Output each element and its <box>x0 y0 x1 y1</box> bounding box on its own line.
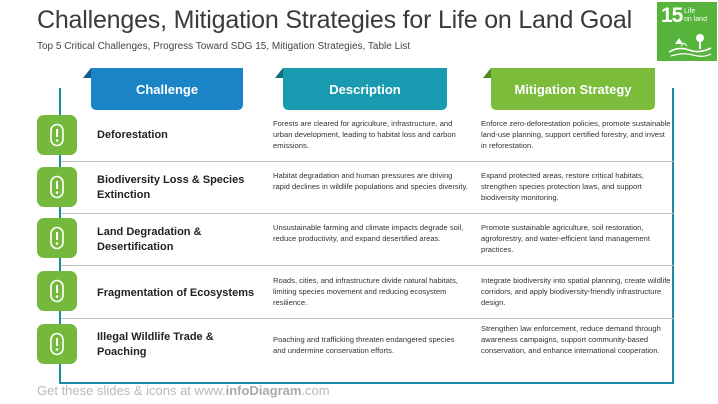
exclamation-icon <box>37 115 77 155</box>
description-cell: Poaching and trafficking threaten endang… <box>273 335 455 355</box>
row-divider <box>61 318 674 319</box>
mitigation-cell: Promote sustainable agriculture, soil re… <box>481 223 650 254</box>
sdg-badge-number: 15 <box>661 4 683 27</box>
page-subtitle: Top 5 Critical Challenges, Progress Towa… <box>37 41 411 52</box>
row-divider <box>61 265 674 266</box>
description-cell: Habitat degradation and human pressures … <box>273 171 468 191</box>
challenge-name: Illegal Wildlife Trade & Poaching <box>97 331 214 358</box>
mitigation-cell: Integrate biodiversity into spatial plan… <box>481 276 671 307</box>
challenge-name: Biodiversity Loss & Species Extinction <box>97 174 245 201</box>
description-cell: Roads, cities, and infrastructure divide… <box>273 276 458 307</box>
life-on-land-icon <box>668 34 712 57</box>
row-divider <box>61 161 674 162</box>
footer-credit: Get these slides & icons at www.infoDiag… <box>37 383 330 398</box>
sdg-badge-text-line2: on land <box>684 16 707 23</box>
footer-brand: infoDiagram <box>225 383 302 398</box>
challenge-name: Land Degradation & Desertification <box>97 226 202 253</box>
sdg-15-badge: 15 Life on land <box>657 2 717 61</box>
mitigation-cell: Expand protected areas, restore critical… <box>481 171 644 202</box>
exclamation-icon <box>37 324 77 364</box>
row-divider <box>61 213 674 214</box>
description-cell: Forests are cleared for agriculture, inf… <box>273 119 456 150</box>
challenge-name: Fragmentation of Ecosystems <box>97 287 255 299</box>
column-header-description: Description <box>275 68 447 110</box>
description-cell: Unsustainable farming and climate impact… <box>273 223 464 243</box>
sdg-badge-text-line1: Life <box>684 8 696 15</box>
challenge-name: Deforestation <box>97 129 168 141</box>
column-header-challenge: Challenge <box>83 68 243 110</box>
exclamation-icon <box>37 167 77 207</box>
mitigation-cell: Strengthen law enforcement, reduce deman… <box>481 324 661 355</box>
mitigation-cell: Enforce zero-deforestation policies, pro… <box>481 119 671 150</box>
exclamation-icon <box>37 271 77 311</box>
page-title: Challenges, Mitigation Strategies for Li… <box>37 6 632 34</box>
sdg-badge-text: Life on land <box>684 8 707 24</box>
column-header-mitigation: Mitigation Strategy <box>483 68 655 110</box>
exclamation-icon <box>37 218 77 258</box>
